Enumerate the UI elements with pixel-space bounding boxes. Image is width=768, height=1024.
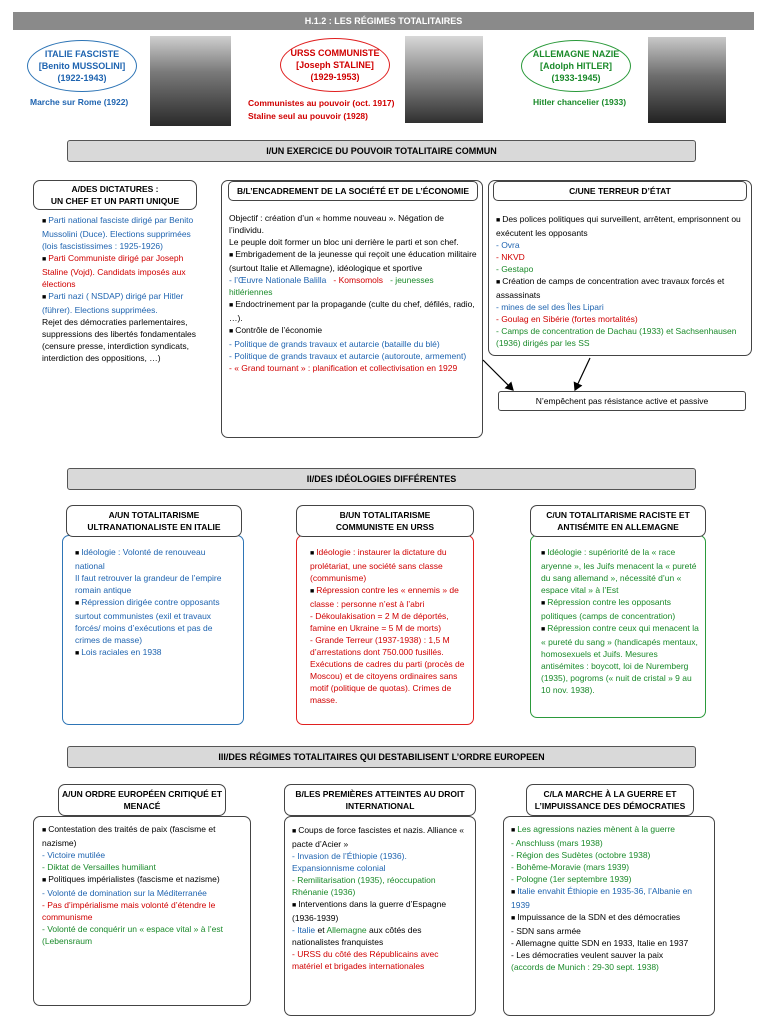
list-item: ■ Interventions dans la guerre d’Espagne… <box>292 898 470 924</box>
list-item: - Dékoulakisation = 2 M de déportés, fam… <box>310 610 468 634</box>
list-item: - Allemagne quitte SDN en 1933, Italie e… <box>511 937 709 949</box>
list-item: - Les démocraties veulent sauver la paix <box>511 949 709 961</box>
section-2a-header-line1: A/UN TOTALITARISME <box>67 509 241 521</box>
list-item: ■ Répression contre ceux qui menacent la… <box>541 622 699 696</box>
section-3b-header-line1: B/LES PREMIÈRES ATTEINTES AU DROIT <box>285 788 475 800</box>
section-3a-header-line1: A/UN ORDRE EUROPÉEN CRITIQUÉ ET <box>59 788 225 800</box>
section-2c-header-line1: C/UN TOTALITARISME RACISTE ET <box>531 509 705 521</box>
list-item: ■ Coups de force fascistes et nazis. All… <box>292 824 470 850</box>
list-item: - Diktat de Versailles humiliant <box>42 861 244 873</box>
section-3a-header-line2: MENACÉ <box>59 800 225 812</box>
section-2a-content: ■ Idéologie : Volonté de renouveau natio… <box>70 543 242 718</box>
section-2a-header: A/UN TOTALITARISME ULTRANATIONALISTE EN … <box>66 505 242 537</box>
list-item: - Pologne (1er septembre 1939) <box>511 873 709 885</box>
list-item: ■ Impuissance de la SDN et des démocrati… <box>511 911 709 925</box>
list-item: ■ Lois raciales en 1938 <box>75 646 237 660</box>
list-item: - Volonté de domination sur la Méditerra… <box>42 887 244 899</box>
list-item: - Victoire mutilée <box>42 849 244 861</box>
list-item: - Pas d’impérialisme mais volonté d’éten… <box>42 899 244 923</box>
list-item: ■ Les agressions nazies mènent à la guer… <box>511 823 709 837</box>
section-3c-header-line2: L’IMPUISSANCE DES DÉMOCRATIES <box>527 800 693 812</box>
section-2c-header-line2: ANTISÉMITE EN ALLEMAGNE <box>531 521 705 533</box>
list-item: - Remilitarisation (1935), réoccupation … <box>292 874 470 898</box>
list-item: - Anschluss (mars 1938) <box>511 837 709 849</box>
list-item: ■ Idéologie : instaurer la dictature du … <box>310 546 468 584</box>
list-item: - URSS du côté des Républicains avec mat… <box>292 948 470 972</box>
list-item: - Bohême-Moravie (mars 1939) <box>511 861 709 873</box>
list-item: (accords de Munich : 29-30 sept. 1938) <box>511 961 709 973</box>
section-2c-header: C/UN TOTALITARISME RACISTE ET ANTISÉMITE… <box>530 505 706 537</box>
section-2b-header-line2: COMMUNISTE EN URSS <box>297 521 473 533</box>
section-2a-header-line2: ULTRANATIONALISTE EN ITALIE <box>67 521 241 533</box>
section-2b-content: ■ Idéologie : instaurer la dictature du … <box>305 543 473 719</box>
list-item: ■ Répression contre les opposants politi… <box>541 596 699 622</box>
resistance-note: N’empêchent pas résistance active et pas… <box>498 391 746 411</box>
section-3a-content: ■ Contestation des traités de paix (fasc… <box>37 820 249 1000</box>
list-item: - Invasion de l’Éthiopie (1936). Expansi… <box>292 850 470 874</box>
section-3c-header-line1: C/LA MARCHE À LA GUERRE ET <box>527 788 693 800</box>
list-item: Il faut retrouver la grandeur de l’empir… <box>75 572 237 596</box>
arrow-left <box>483 360 513 390</box>
section-3b-header: B/LES PREMIÈRES ATTEINTES AU DROIT INTER… <box>284 784 476 816</box>
list-item: ■ Idéologie : Volonté de renouveau natio… <box>75 546 237 572</box>
list-item: ■ Idéologie : supériorité de la « race a… <box>541 546 699 596</box>
list-item: ■ Italie envahit Éthiopie en 1935-36, l’… <box>511 885 709 911</box>
section-3b-content: ■ Coups de force fascistes et nazis. All… <box>287 821 475 1011</box>
list-item: ■ Politiques impérialistes (fascisme et … <box>42 873 244 887</box>
list-item: - SDN sans armée <box>511 925 709 937</box>
section-3-title: III/DES RÉGIMES TOTALITAIRES QUI DESTABI… <box>67 746 696 768</box>
list-item: - Grande Terreur (1937-1938) : 1,5 M d’a… <box>310 634 468 706</box>
list-item: - Région des Sudètes (octobre 1938) <box>511 849 709 861</box>
list-item: ■ Répression contre les « ennemis » de c… <box>310 584 468 610</box>
section-2b-header-line1: B/UN TOTALITARISME <box>297 509 473 521</box>
section-3c-content: ■ Les agressions nazies mènent à la guer… <box>506 820 714 1012</box>
section-3b-header-line2: INTERNATIONAL <box>285 800 475 812</box>
section-3c-header: C/LA MARCHE À LA GUERRE ET L’IMPUISSANCE… <box>526 784 694 816</box>
list-item: ■ Répression dirigée contre opposants su… <box>75 596 237 646</box>
list-item: - Italie et Allemagne aux côtés des nati… <box>292 924 470 948</box>
section-2c-content: ■ Idéologie : supériorité de la « race a… <box>536 543 704 713</box>
section-2b-header: B/UN TOTALITARISME COMMUNISTE EN URSS <box>296 505 474 537</box>
section-3a-header: A/UN ORDRE EUROPÉEN CRITIQUÉ ET MENACÉ <box>58 784 226 816</box>
section-2-title: II/DES IDÉOLOGIES DIFFÉRENTES <box>67 468 696 490</box>
list-item: ■ Contestation des traités de paix (fasc… <box>42 823 244 849</box>
arrow-right <box>575 358 590 390</box>
list-item: - Volonté de conquérir un « espace vital… <box>42 923 244 947</box>
